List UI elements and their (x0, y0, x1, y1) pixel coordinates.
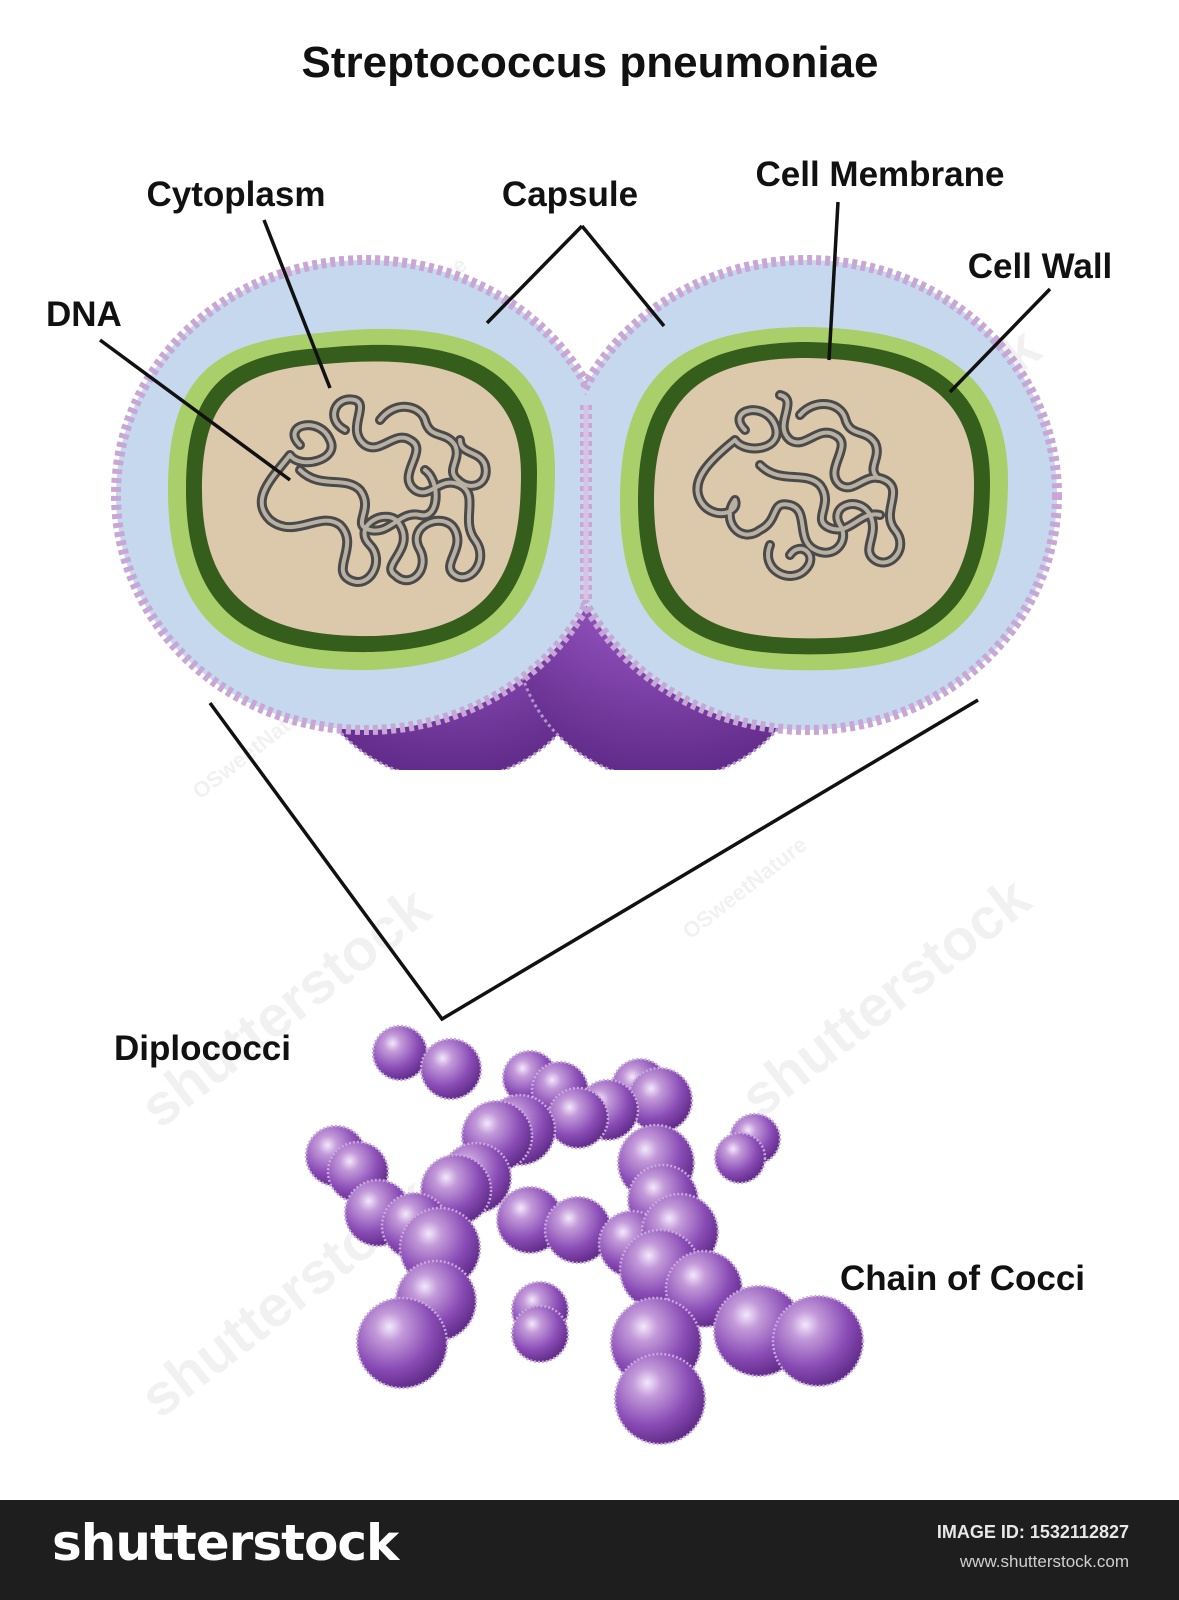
labels: Cytoplasm Capsule Cell Membrane Cell Wal… (46, 155, 1112, 1298)
right-dna (692, 390, 906, 581)
label-cell-wall: Cell Wall (968, 247, 1113, 286)
coccus-cell (771, 1294, 865, 1388)
shutterstock-logo: shutterstock (52, 1514, 399, 1572)
site-url: www.shutterstock.com (959, 1552, 1129, 1571)
label-chain-of-cocci: Chain of Cocci (840, 1259, 1085, 1298)
zoom-bracket (208, 698, 979, 1022)
coccus-cell (713, 1131, 767, 1185)
label-dna: DNA (46, 295, 122, 334)
label-cell-membrane: Cell Membrane (756, 155, 1005, 194)
watermark-stock-1: shutterstock (128, 874, 443, 1140)
image-id: IMAGE ID: 1532112827 (937, 1522, 1129, 1543)
leader-capsule-left (485, 224, 584, 325)
coccus-cell (510, 1304, 570, 1364)
leader-capsule-right (580, 224, 666, 328)
leader-cell-wall (948, 287, 1052, 394)
cocci-cluster (304, 1024, 865, 1446)
cell-cross-section (111, 255, 1062, 770)
leader-cytoplasm (262, 219, 332, 389)
label-cytoplasm: Cytoplasm (147, 175, 326, 214)
streptococcus-diagram: shutterstock shutterstock shutterstock s… (46, 38, 1112, 1446)
footer-bar: shutterstock IMAGE ID: 1532112827 www.sh… (0, 1500, 1179, 1600)
image-id-label: IMAGE ID: (936, 1522, 1025, 1542)
diagram-title: Streptococcus pneumoniae (301, 38, 878, 87)
left-cell (168, 328, 555, 671)
coccus-cell (626, 1066, 694, 1134)
label-capsule: Capsule (502, 175, 638, 214)
coccus-cell (371, 1024, 429, 1082)
right-cytoplasm (654, 358, 974, 639)
coccus-cell (355, 1296, 449, 1390)
coccus-cell (419, 1037, 483, 1101)
watermark-stock-2: shutterstock (728, 864, 1043, 1130)
leader-dna (98, 338, 292, 482)
label-diplococci: Diplococci (114, 1029, 291, 1068)
left-dna (256, 394, 491, 587)
watermark-credit-3: OSweetNature (678, 832, 812, 944)
leader-cell-membrane (827, 201, 840, 361)
right-cell (620, 327, 1008, 671)
coccus-cell (613, 1352, 707, 1446)
image-id-value: 1532112827 (1029, 1522, 1129, 1542)
coccus-cell (546, 1086, 610, 1150)
